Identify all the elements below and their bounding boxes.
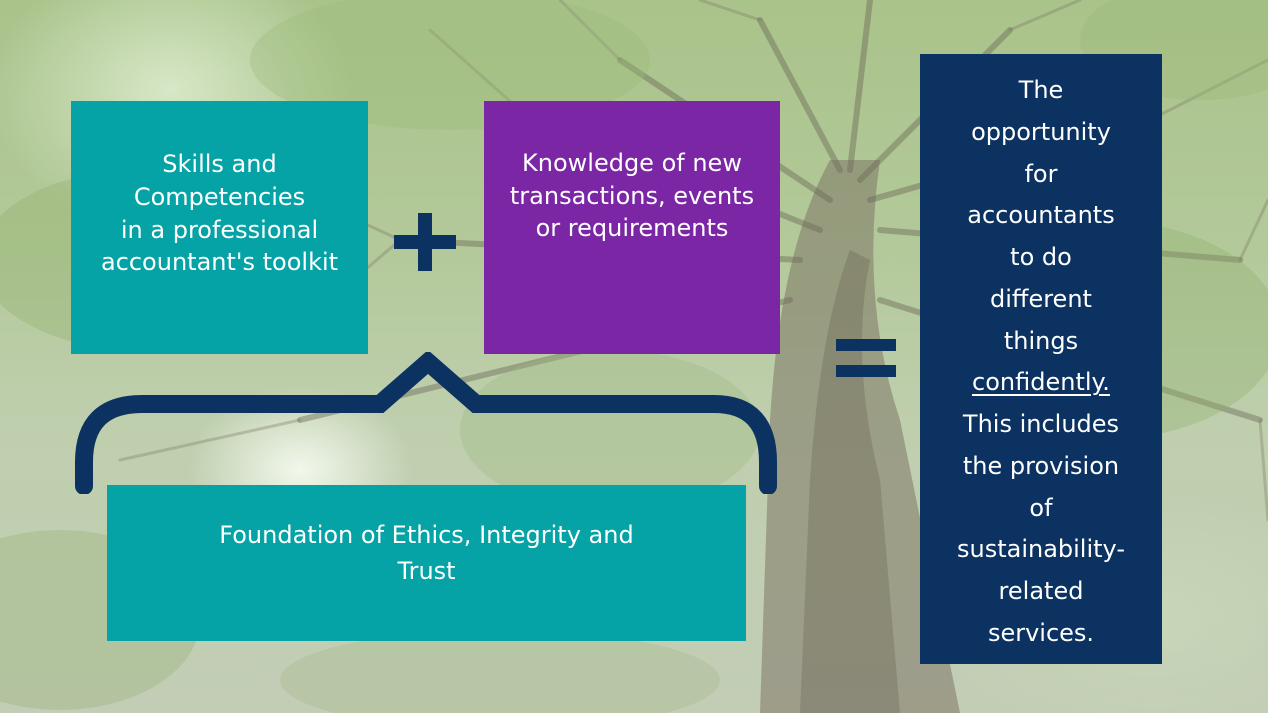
result-line: to do [1010,243,1072,271]
curly-brace-icon [75,352,777,494]
knowledge-line: or requirements [535,214,729,243]
plus-icon [394,213,456,271]
result-line: things [1003,326,1079,355]
skills-box: Skills and Competencies in a professiona… [71,101,368,354]
result-underlined-word: confidently. [972,368,1110,397]
result-line: different [990,284,1092,313]
skills-line: accountant's toolkit [100,248,339,277]
skills-text: Skills and Competencies in a professiona… [101,148,338,279]
result-line: opportunity [971,117,1111,146]
knowledge-line: Knowledge of new [522,149,742,177]
foundation-box: Foundation of Ethics, Integrity and Trus… [107,485,746,641]
foundation-text: Foundation of Ethics, Integrity and Trus… [219,517,633,589]
result-line: The [1018,76,1064,104]
result-line: related [998,577,1084,605]
result-text: The opportunity for accountants to do di… [957,70,1125,655]
result-box: The opportunity for accountants to do di… [920,54,1162,664]
result-line: for [1024,159,1058,188]
result-line: the provision [962,451,1120,480]
result-line: sustainability- [956,535,1125,564]
result-line: services. [987,618,1095,647]
skills-line: Skills and [162,150,277,179]
skills-line: Competencies [133,182,306,211]
equals-icon [836,339,896,377]
foundation-line: Foundation of Ethics, Integrity and [219,521,634,549]
result-line: This includes [962,410,1120,438]
knowledge-box: Knowledge of new transactions, events or… [484,101,780,354]
result-line: accountants [967,201,1115,230]
foundation-line: Trust [397,557,456,585]
knowledge-text: Knowledge of new transactions, events or… [510,147,754,245]
skills-line: in a professional [120,215,319,244]
knowledge-line: transactions, events [509,181,755,210]
result-line: of [1029,493,1053,522]
